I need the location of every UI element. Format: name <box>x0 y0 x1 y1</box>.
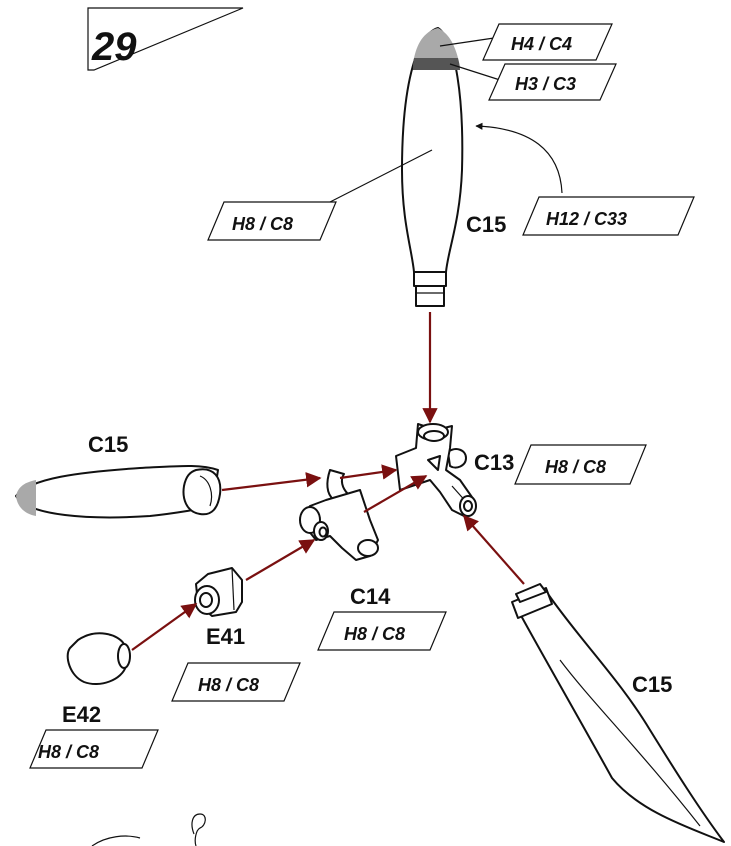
callout-blade-body: H8 / C8 <box>207 201 337 241</box>
arrow-mount-to-hub <box>363 475 428 513</box>
step-number: 29 <box>91 25 137 69</box>
callout-collar: H8 / C8 <box>171 662 301 702</box>
svg-text:H8 / C8: H8 / C8 <box>38 742 99 762</box>
leader-blade-side <box>475 122 563 194</box>
callout-tip-band: H3 / C3 <box>488 63 617 101</box>
leader-tip-light <box>439 37 495 47</box>
label-propeller-top: C15 <box>466 212 506 237</box>
svg-text:H8 / C8: H8 / C8 <box>545 457 606 477</box>
label-collar: E41 <box>206 624 245 649</box>
arrow-left-blade-to-hub <box>339 464 398 480</box>
propeller-blade-left <box>15 465 222 519</box>
svg-text:H8 / C8: H8 / C8 <box>232 214 293 234</box>
partial-step-marker <box>191 813 206 846</box>
svg-text:H4 / C4: H4 / C4 <box>511 34 572 54</box>
collar-part <box>194 567 243 617</box>
callout-cap: H8 / C8 <box>29 729 159 769</box>
callout-blade-side: H12 / C33 <box>522 196 695 236</box>
svg-text:H3 / C3: H3 / C3 <box>515 74 576 94</box>
leader-tip-band <box>449 63 501 81</box>
arrow-left-blade-to-mount <box>221 472 322 492</box>
label-mount: C14 <box>350 584 391 609</box>
leader-blade-body <box>329 149 433 203</box>
callout-tip-light: H4 / C4 <box>482 23 613 61</box>
label-hub: C13 <box>474 450 514 475</box>
partial-part-outline <box>91 835 141 846</box>
mount-part <box>299 469 379 561</box>
svg-text:H8 / C8: H8 / C8 <box>198 675 259 695</box>
arrow-collar-to-mount <box>245 539 316 581</box>
hub-part <box>395 423 477 517</box>
callout-mount: H8 / C8 <box>317 611 447 651</box>
svg-text:H12 / C33: H12 / C33 <box>546 209 627 229</box>
cap-part <box>66 632 131 685</box>
step-badge: 29 <box>87 7 244 71</box>
callout-hub: H8 / C8 <box>514 444 647 485</box>
svg-text:H8 / C8: H8 / C8 <box>344 624 405 644</box>
label-propeller-left: C15 <box>88 432 128 457</box>
propeller-blade-top <box>401 27 464 307</box>
label-cap: E42 <box>62 702 101 727</box>
propeller-blade-bottom <box>511 583 725 843</box>
arrow-cap-to-collar <box>131 603 198 651</box>
arrow-bottom-blade-to-hub <box>462 514 525 585</box>
label-propeller-bottom: C15 <box>632 672 672 697</box>
